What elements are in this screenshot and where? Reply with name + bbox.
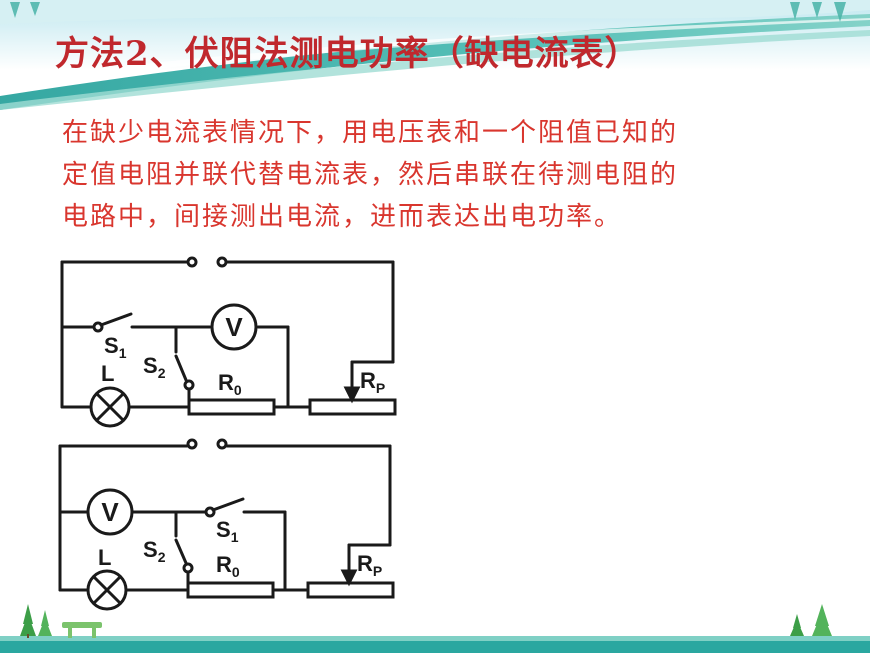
description-paragraph: 在缺少电流表情况下，用电压表和一个阻值已知的 定值电阻并联代替电流表，然后串联在… [62, 112, 852, 238]
slider-arrow-head [343, 386, 361, 404]
paragraph-line: 定值电阻并联代替电流表，然后串联在待测电阻的 [62, 160, 679, 190]
switch-s2-label: S2 [143, 537, 166, 565]
header-banner [0, 0, 870, 110]
tree-icon [812, 604, 832, 636]
r0-label: R0 [218, 370, 242, 398]
paragraph-line: 电路中，间接测出电流，进而表达出电功率。 [62, 202, 623, 232]
lamp-label: L [101, 361, 114, 386]
circuit-2-labels: V S1 S2 L R0 RP [98, 497, 382, 580]
power-terminal [216, 438, 228, 450]
power-terminal [186, 438, 198, 450]
switch-s1-label: S1 [104, 333, 127, 361]
circuit-2 [58, 438, 395, 611]
r0-label: R0 [216, 552, 240, 580]
voltmeter [210, 303, 258, 351]
lamp-cross [95, 392, 125, 422]
switch-s1-blade [99, 312, 133, 327]
switch-s2-blade [174, 538, 188, 565]
footer-decoration [0, 604, 870, 653]
paragraph-line: 在缺少电流表情况下，用电压表和一个阻值已知的 [62, 118, 679, 148]
slider-arrow-head [340, 569, 358, 587]
switch-s1-blade [211, 497, 245, 512]
resistor-r0 [186, 581, 275, 599]
voltmeter-label: V [101, 497, 119, 527]
voltmeter-label: V [225, 312, 243, 342]
switch-s1-label: S1 [216, 517, 239, 545]
rp-label: RP [357, 551, 382, 579]
lamp-label: L [98, 545, 111, 570]
power-terminal [186, 256, 198, 268]
switch-s2-blade [174, 354, 188, 382]
bench-icon [62, 622, 102, 638]
resistor-r0 [187, 398, 276, 416]
tree-icon [20, 604, 36, 638]
slide-title: 方法2、伏阻法测电功率（缺电流表） [55, 34, 640, 74]
rp-label: RP [360, 368, 385, 396]
tree-icon [38, 610, 52, 636]
circuit-1-labels: V S1 S2 L R0 RP [101, 312, 385, 398]
tree-icon [790, 614, 804, 636]
rheostat-rp [306, 581, 395, 599]
lamp-cross [92, 575, 122, 605]
circuit-1 [60, 256, 397, 428]
switch-s2-label: S2 [143, 353, 166, 381]
power-terminal [216, 256, 228, 268]
